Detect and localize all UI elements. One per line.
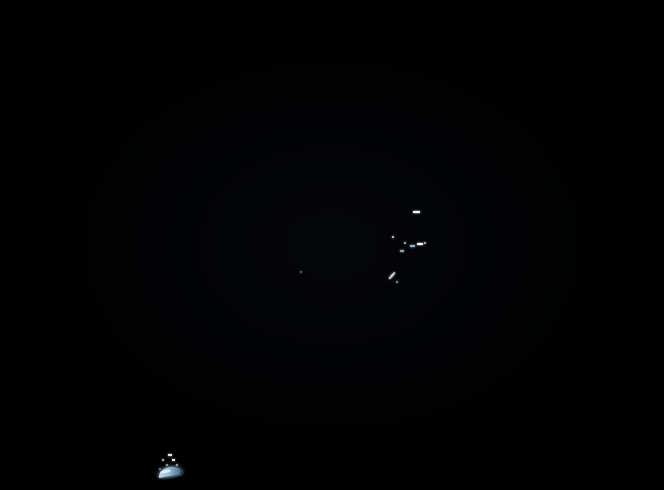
vignette-overlay [0,0,664,490]
night-scene: Near-black frame with a handful of small… [0,0,664,490]
